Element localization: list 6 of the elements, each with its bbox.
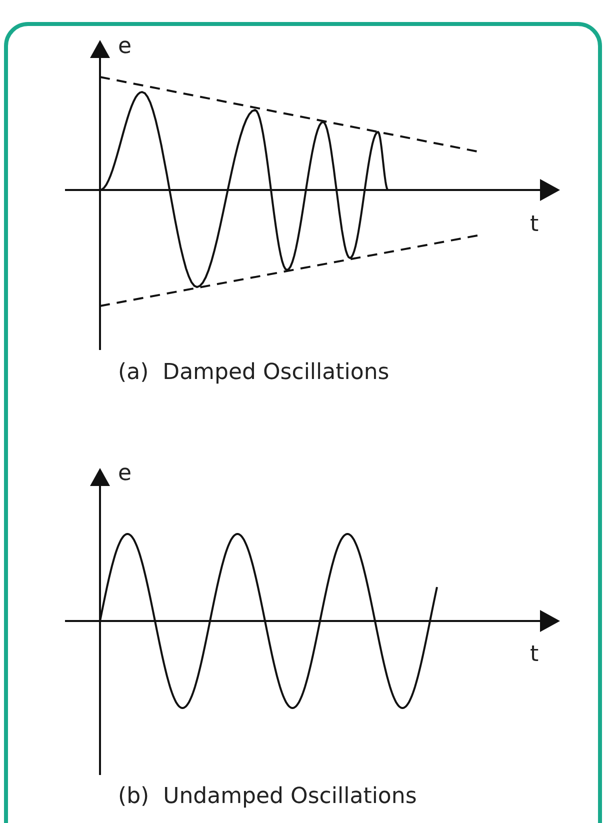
axis-label: t bbox=[530, 214, 539, 236]
axis-label: t bbox=[530, 644, 539, 666]
axis-label: e bbox=[118, 463, 132, 485]
caption: (a) Damped Oscillations bbox=[118, 362, 390, 384]
axis-label: e bbox=[118, 36, 132, 58]
caption: (b) Undamped Oscillations bbox=[118, 786, 417, 808]
